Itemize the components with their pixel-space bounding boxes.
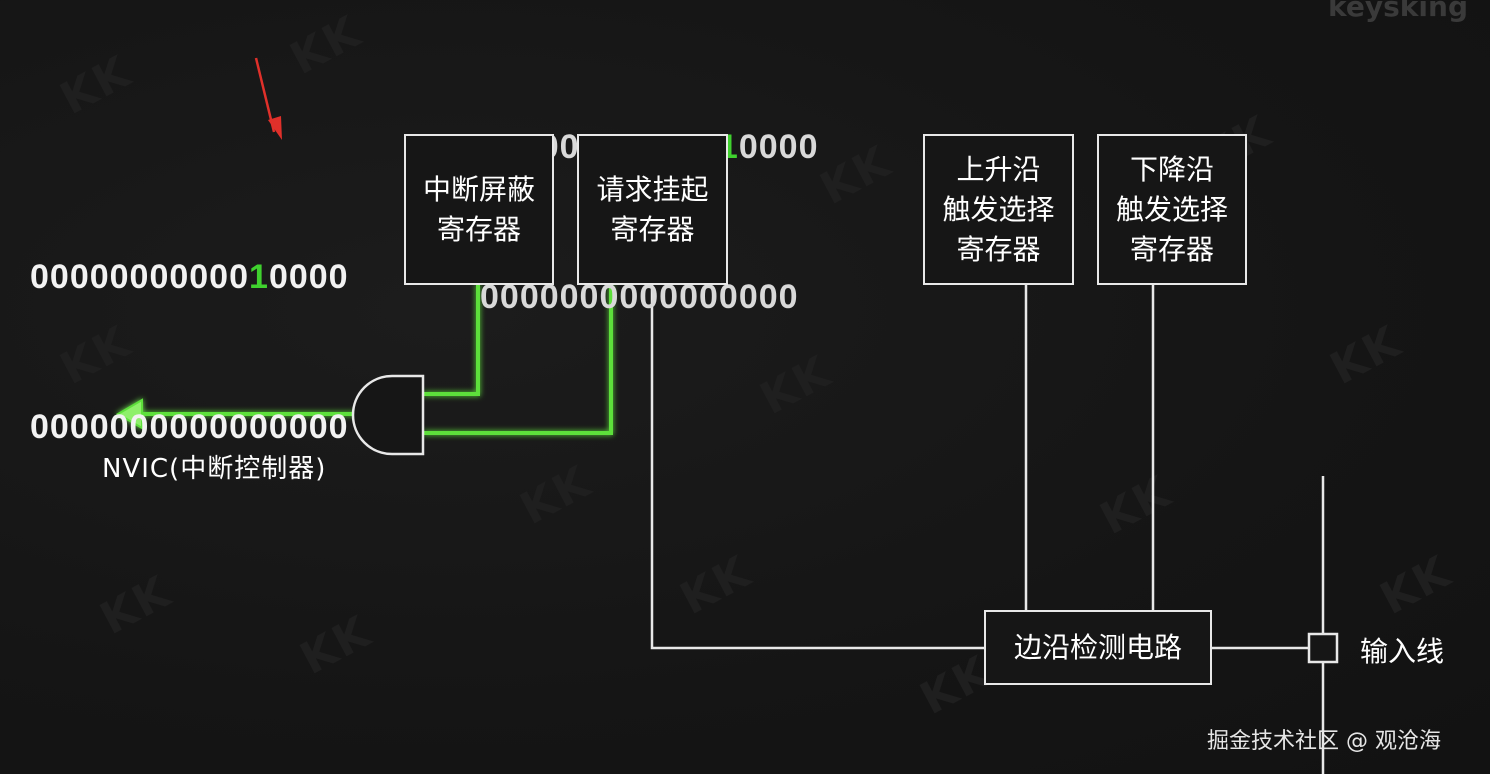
pending-request-register: 请求挂起 寄存器 (577, 134, 728, 285)
mask-register-bits: 0000000000010000 0000000000000000 (30, 152, 349, 552)
input-pin-square (1307, 632, 1339, 664)
brand-logo-text: keysking (1328, 0, 1468, 23)
active-wires (116, 284, 613, 435)
edge-to-pending-wire (650, 284, 984, 650)
and-gate-symbol (351, 374, 425, 456)
rising-trigger-register: 上升沿 触发选择 寄存器 (923, 134, 1074, 285)
bits-text: 0000 (738, 128, 819, 166)
falling-trigger-register: 下降沿 触发选择 寄存器 (1097, 134, 1247, 285)
highlighted-bit: 1 (249, 258, 269, 296)
annotation-arrow (254, 57, 282, 140)
interrupt-mask-register: 中断屏蔽 寄存器 (404, 134, 554, 285)
mask-to-gate-wire (423, 284, 480, 396)
edge-detection-circuit: 边沿检测电路 (984, 610, 1212, 685)
bits-text: 00000000000 (30, 258, 250, 296)
nvic-label: NVIC(中断控制器) (102, 454, 327, 484)
nvic-arrowhead (116, 398, 143, 430)
footer-credit: 掘金技术社区 @ 观沧海 (1207, 729, 1441, 754)
mask-bits-row-2: 0000000000000000 (30, 408, 349, 446)
mask-bits-row-1: 0000000000010000 (30, 252, 349, 302)
input-line-label: 输入线 (1360, 635, 1445, 668)
bits-text: 0000 (268, 258, 349, 296)
signal-wires (650, 284, 1325, 774)
pending-to-gate-wire (423, 284, 613, 435)
